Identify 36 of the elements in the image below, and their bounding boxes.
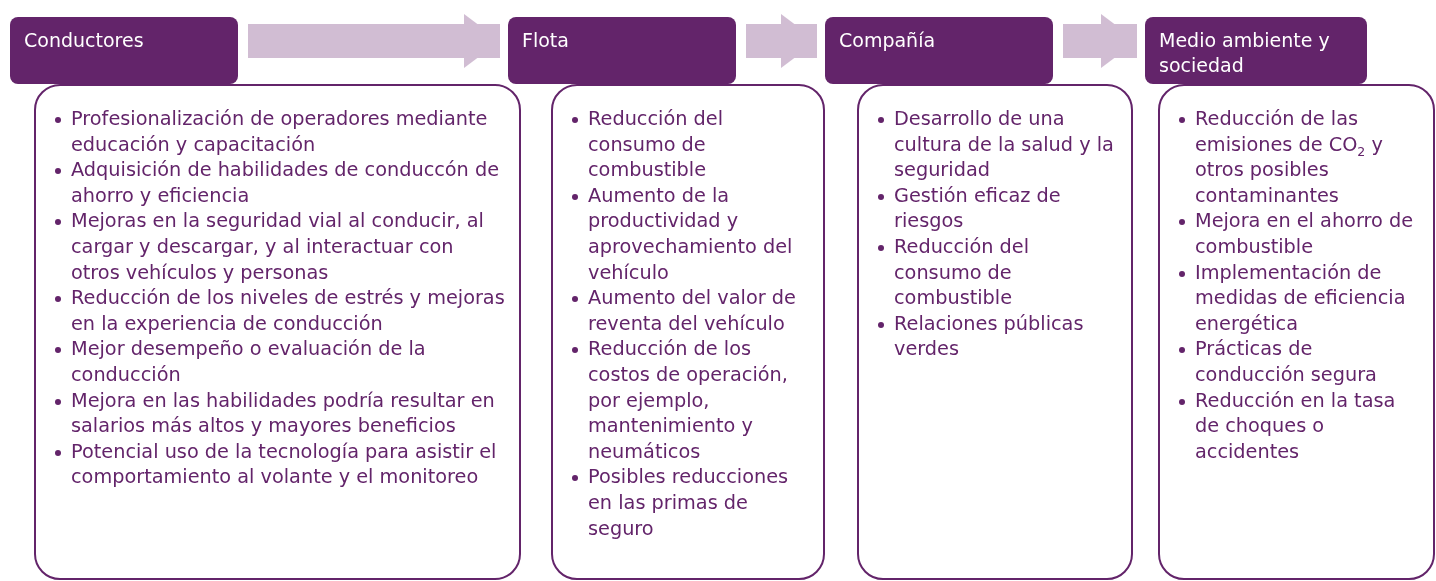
- bullet-item: Aumento de la productividad y aprovechamiento del vehículo: [588, 183, 793, 284]
- bullet-item: Reducción del consumo de combustible: [588, 107, 723, 182]
- benefits-card: [1158, 84, 1435, 580]
- category-header: [10, 17, 238, 84]
- bullet-item: Potencial uso de la tecnología para asistir el comportamiento al volante y el monitoreo: [71, 439, 497, 489]
- bullet-item: Adquisición de habilidades de conduccón de ahorro y eficiencia: [71, 158, 500, 207]
- block-arrow: [746, 14, 817, 68]
- bullet-item: Relaciones públicas verdes: [894, 311, 1084, 361]
- bullet-item: Reducción de los niveles de estrés y mejoras en la experiencia de conducción: [71, 286, 505, 335]
- benefits-card: [857, 84, 1133, 580]
- bullet-item: Profesionalización de operadores mediante educación y capacitación: [71, 107, 488, 156]
- bullet-item: Mejora en las habilidades podría resultar en salarios más altos y mayores beneficios: [71, 388, 495, 438]
- header-title: Compañía: [839, 29, 936, 51]
- category-header: [508, 17, 736, 84]
- bullet-item: Reducción del consumo de combustible: [894, 234, 1029, 310]
- header-title: Flota: [522, 29, 569, 51]
- bullet-item: Prácticas de conducción segura: [1195, 337, 1377, 386]
- bullet-item: Reducción en la tasa de choques o accidentes: [1195, 388, 1396, 463]
- bullet-item: Implementación de medidas de eficiencia energética: [1195, 260, 1406, 335]
- bullet-item: Mejor desempeño o evaluación de la conducción: [71, 337, 426, 386]
- bullet-item: Gestión eficaz de riesgos: [894, 183, 1061, 233]
- header-title: Conductores: [24, 29, 144, 51]
- bullet-item: Mejoras en la seguridad vial al conducir, al cargar y descargar, y al interactuar con otros vehículos y personas: [71, 209, 484, 284]
- bullet-item: Mejora en el ahorro de combustible: [1195, 209, 1414, 258]
- benefits-card: [551, 84, 825, 580]
- bullet-item: Posibles reducciones en las primas de seguro: [588, 465, 789, 540]
- block-arrow: [1063, 14, 1137, 68]
- category-header: [825, 17, 1053, 84]
- header-title: Medio ambiente y sociedad: [1159, 29, 1330, 76]
- bullet-item: Reducción de los costos de operación, por ejemplo, mantenimiento y neumáticos: [588, 337, 788, 463]
- bullet-item: Aumento del valor de reventa del vehículo: [588, 286, 796, 335]
- block-arrow: [248, 14, 500, 68]
- bullet-item: Reducción de las emisiones de CO$_{2}$ y otros posibles contaminantes: [1195, 107, 1383, 207]
- bullet-item: Desarrollo de una cultura de la salud y la seguridad: [894, 107, 1114, 182]
- category-header: [1145, 17, 1367, 84]
- benefits-card: [34, 84, 521, 580]
